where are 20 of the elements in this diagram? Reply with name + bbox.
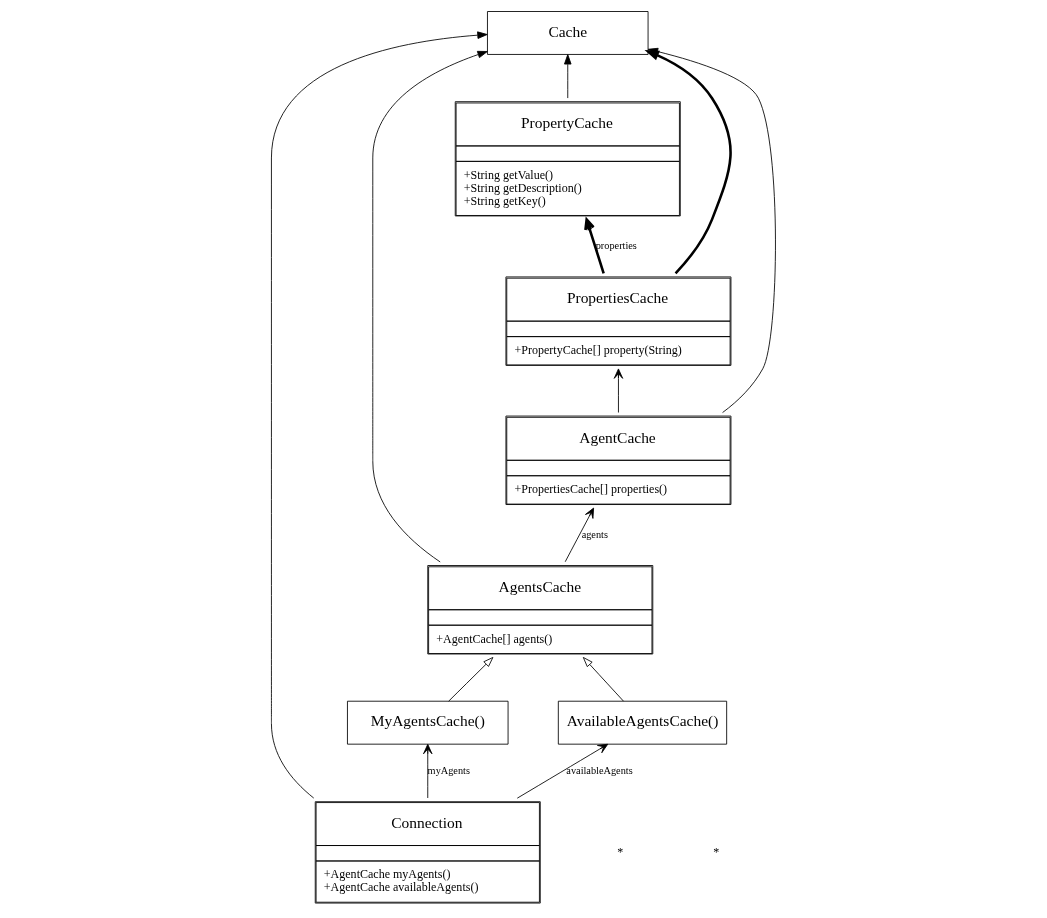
arrow — [564, 54, 572, 99]
arrow — [448, 657, 494, 702]
arrow — [613, 368, 624, 413]
arrow — [423, 743, 433, 799]
arrow — [372, 50, 488, 563]
edge-label: properties — [595, 240, 637, 252]
arrow — [516, 743, 609, 799]
label: * — [713, 844, 720, 859]
label: * — [617, 844, 624, 859]
arrow — [647, 47, 776, 413]
arrow — [271, 31, 488, 799]
arrow — [582, 657, 624, 702]
edge-label: availableAgents — [566, 764, 633, 776]
edge-label: agents — [581, 528, 608, 540]
node-box: AvailableAgentsCache() — [557, 700, 728, 745]
node-box: Cache — [487, 11, 649, 55]
node-box: MyAgentsCache() — [347, 700, 509, 745]
arrow — [584, 218, 605, 274]
arrow — [564, 507, 595, 563]
edge-label: myAgents — [427, 764, 470, 776]
